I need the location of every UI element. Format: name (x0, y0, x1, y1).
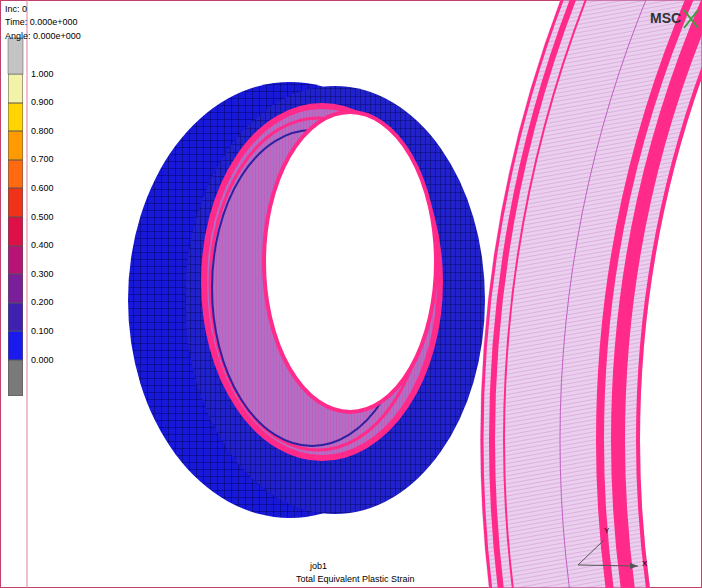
colorbar-band (8, 74, 23, 103)
colorbar-band (8, 131, 23, 160)
colorbar-value: 0.000 (31, 355, 54, 366)
colorbar-value: 0.700 (31, 154, 54, 165)
colorbar-band (8, 217, 23, 246)
colorbar-band (8, 274, 23, 303)
colorbar-band (8, 303, 23, 332)
colorbar-value: 0.300 (31, 269, 54, 280)
colorbar-value: 0.500 (31, 212, 54, 223)
colorbar-band (8, 160, 23, 189)
annotation-text: Time: 0.000e+000 (5, 17, 77, 28)
colorbar-band (8, 188, 23, 217)
colorbar-value: 0.600 (31, 183, 54, 194)
annotation-text: Y (604, 526, 609, 536)
colorbar-value: 0.100 (31, 326, 54, 337)
annotation-text: Inc: 0 (5, 4, 27, 15)
annotation-text: Total Equivalent Plastic Strain (296, 574, 415, 585)
colorbar-value: 0.400 (31, 240, 54, 251)
colorbar-value: 0.800 (31, 126, 54, 137)
colorbar-value: 0.200 (31, 297, 54, 308)
annotation-text: job1 (310, 561, 327, 572)
colorbar-band (8, 103, 23, 132)
annotation-text: X (642, 559, 647, 569)
colorbar-band (8, 360, 23, 396)
colorbar-band (8, 246, 23, 275)
colorbar-value: 1.000 (31, 69, 54, 80)
colorbar-band (8, 331, 23, 360)
colorbar-value: 0.900 (31, 97, 54, 108)
annotation-text: MSC (650, 10, 681, 26)
annotation-text: Angle: 0.000e+000 (5, 31, 81, 42)
